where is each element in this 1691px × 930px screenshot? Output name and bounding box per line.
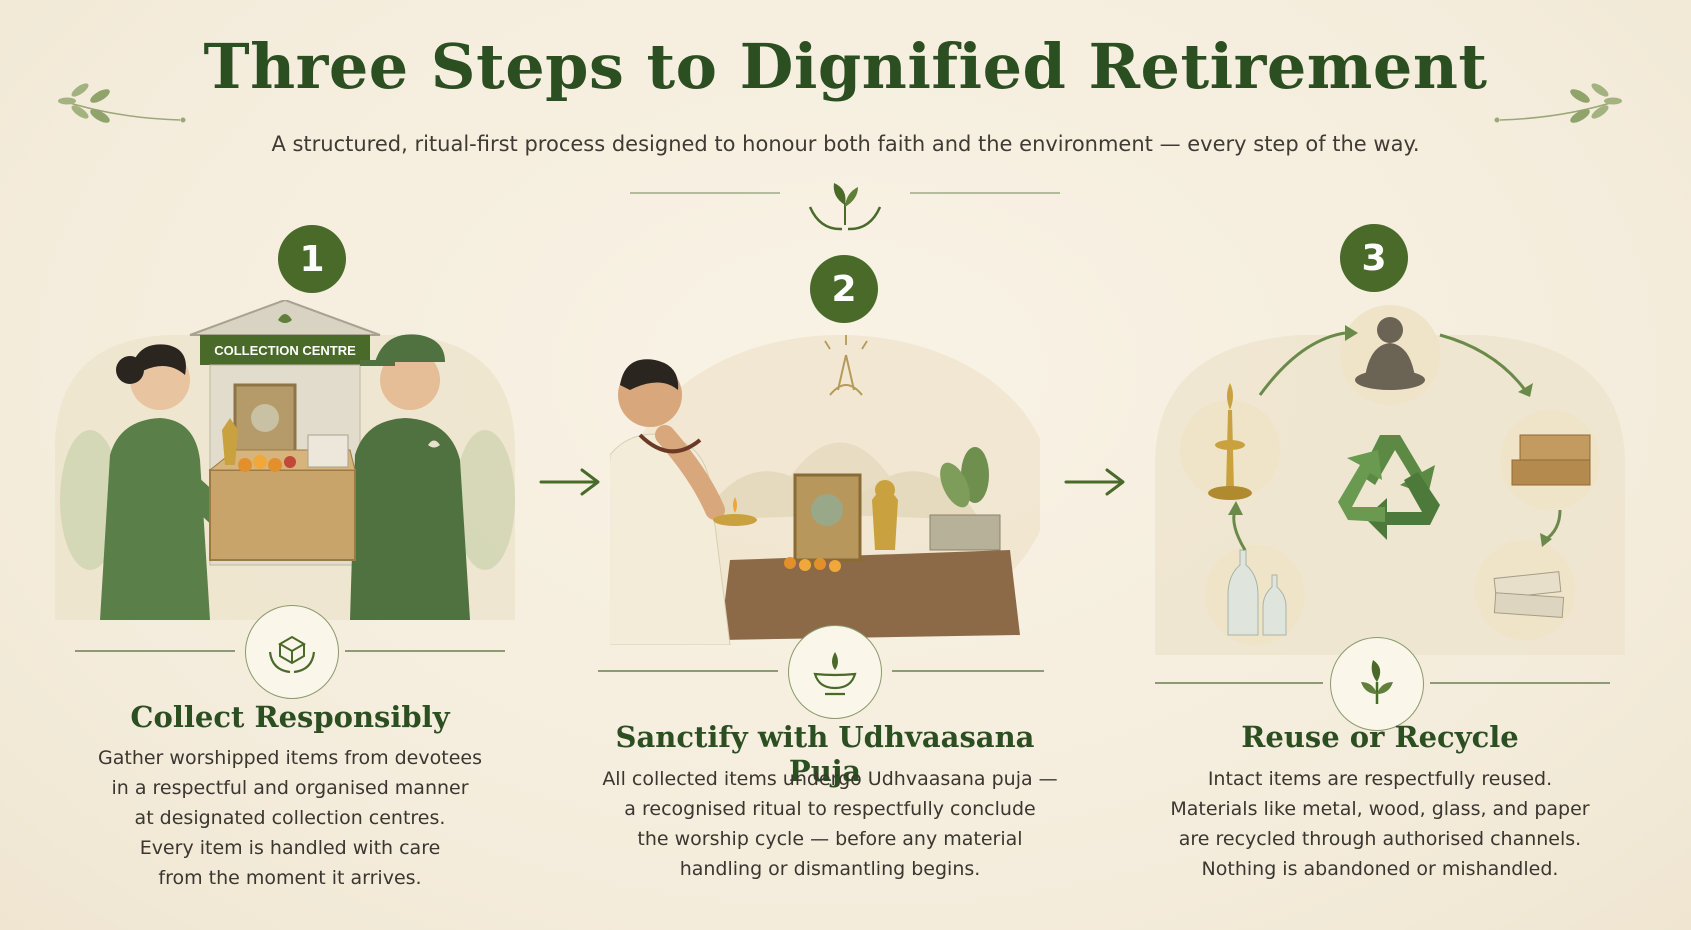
step-3-line: Intact items are respectfully reused. xyxy=(1207,768,1553,790)
step-2-title: Sanctify with Udhvaasana Puja xyxy=(615,720,1035,788)
step-1-line: Every item is handled with care xyxy=(139,837,441,859)
step-2-line: All collected items undergo Udhvaasana p… xyxy=(602,768,1058,790)
step-3-line: Nothing is abandoned or mishandled. xyxy=(1201,858,1559,880)
step-3-description: Intact items are respectfully reused. Ma… xyxy=(1120,764,1640,884)
step-2-description: All collected items undergo Udhvaasana p… xyxy=(570,764,1090,884)
box-in-hands-icon xyxy=(268,635,316,674)
step-1-illustration: COLLECTION CENTRE xyxy=(55,300,515,620)
step-3-number-badge: 3 xyxy=(1340,224,1408,292)
step-1-rule-left xyxy=(75,650,235,652)
step-1-rule-right xyxy=(345,650,505,652)
step-2-line: handling or dismantling begins. xyxy=(679,858,981,880)
arrow-right-icon xyxy=(539,468,600,496)
step-2-rule-left xyxy=(598,670,778,672)
page-title: Three Steps to Dignified Retirement xyxy=(203,30,1488,103)
step-3-rule-right xyxy=(1430,682,1610,684)
leaf-sprout-icon xyxy=(1361,660,1393,704)
page-subtitle: A structured, ritual-first process desig… xyxy=(271,132,1420,156)
hands-sprout-emblem-icon xyxy=(630,183,1060,231)
recycle-icon xyxy=(1338,435,1440,540)
step-1-line: Gather worshipped items from devotees xyxy=(98,747,482,769)
step-2-badge xyxy=(788,625,882,719)
left-sprig-icon xyxy=(58,83,186,123)
step-3-rule-left xyxy=(1155,682,1323,684)
diya-lamp-icon xyxy=(813,652,857,696)
step-3-line: Materials like metal, wood, glass, and p… xyxy=(1170,798,1590,820)
step-2-illustration xyxy=(610,335,1040,645)
step-3-title: Reuse or Recycle xyxy=(1241,720,1519,754)
arrow-right-icon xyxy=(1064,468,1125,496)
step-2-number-badge: 2 xyxy=(810,255,878,323)
step-3-line: are recycled through authorised channels… xyxy=(1178,828,1582,850)
step-1-title: Collect Responsibly xyxy=(130,700,450,734)
collection-centre-sign: COLLECTION CENTRE xyxy=(214,343,356,358)
step-1-line: in a respectful and organised manner xyxy=(111,777,469,799)
right-sprig-icon xyxy=(1494,83,1622,123)
step-3-badge xyxy=(1330,637,1424,731)
step-1-number-badge: 1 xyxy=(278,225,346,293)
step-1-description: Gather worshipped items from devotees in… xyxy=(40,743,540,893)
step-1-badge xyxy=(245,605,339,699)
step-2-rule-right xyxy=(892,670,1044,672)
step-1-line: at designated collection centres. xyxy=(134,807,446,829)
step-2-line: a recognised ritual to respectfully conc… xyxy=(624,798,1036,820)
step-2-line: the worship cycle — before any material xyxy=(637,828,1023,850)
step-3-illustration xyxy=(1155,305,1625,655)
step-1-line: from the moment it arrives. xyxy=(158,867,422,889)
